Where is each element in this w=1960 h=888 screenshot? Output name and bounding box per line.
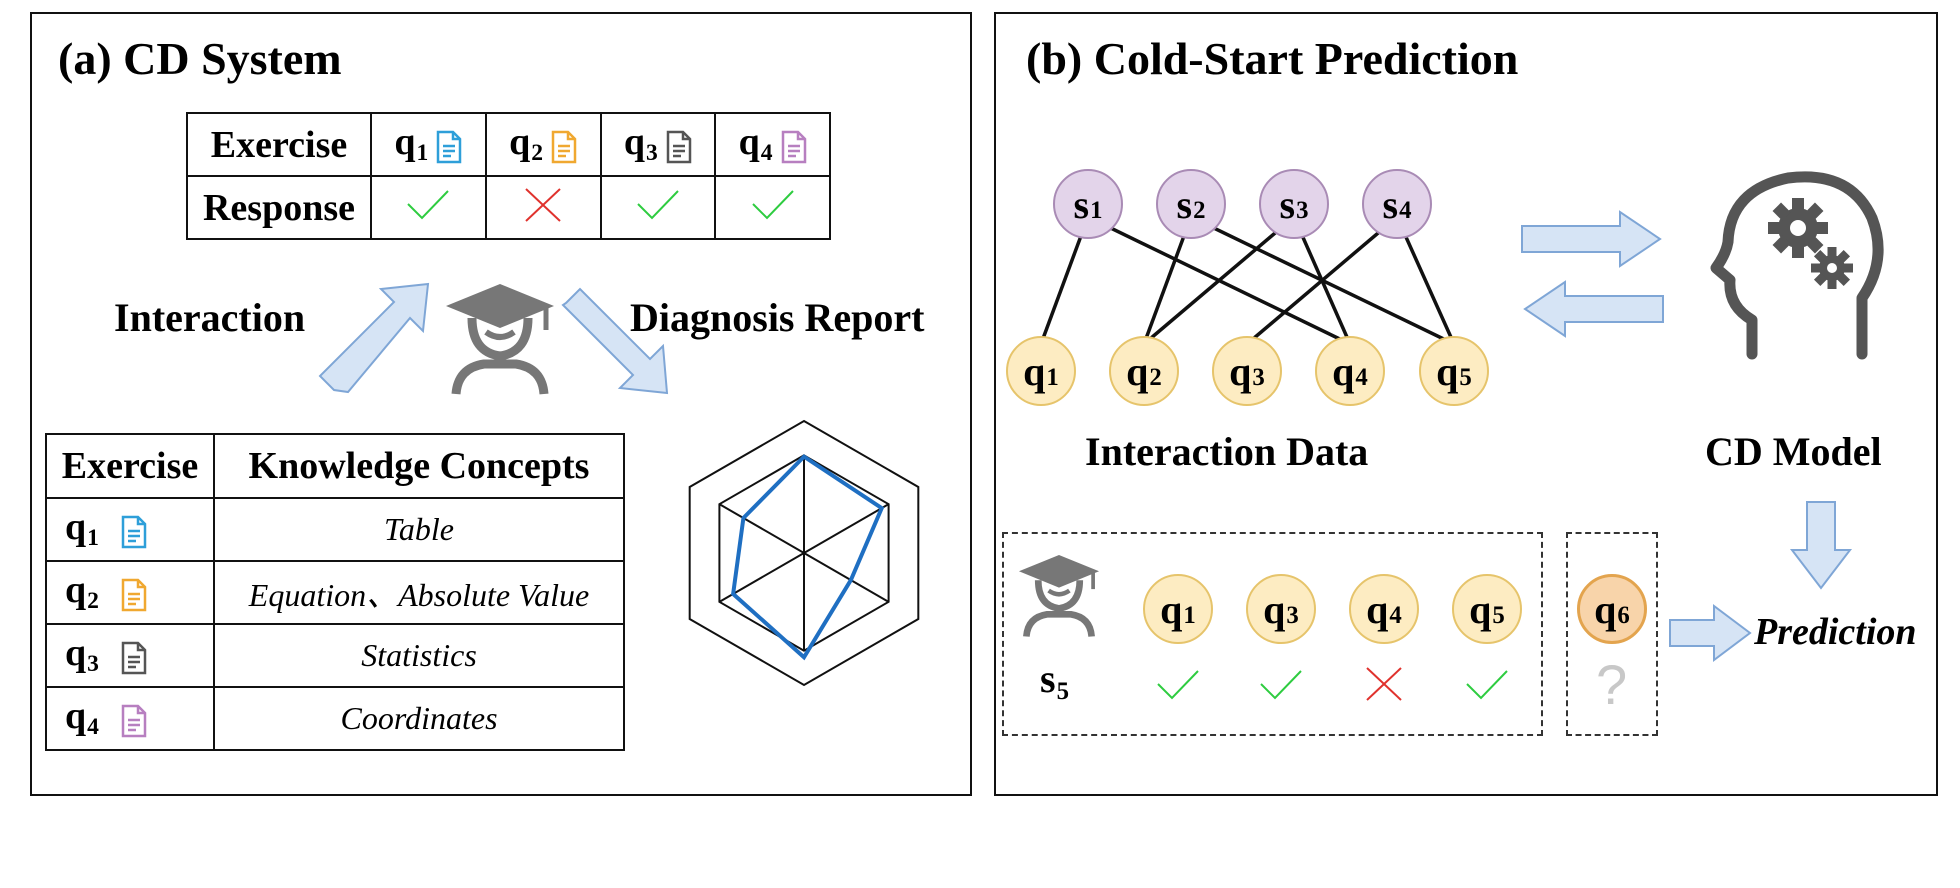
response-table-response-header: Response [186,175,372,240]
response-table-q1-cell: q1 [370,112,487,177]
student-icon [1018,555,1100,637]
to-prediction-arrow [1669,604,1752,662]
new-student-label: s5 [1040,656,1069,705]
concepts-row-q4-concepts: Coordinates [213,686,625,751]
response-table-q2-cell: q2 [484,112,602,177]
response-table: Exercise q1 q2 q3 q4 Response [186,112,831,240]
check-icon [1260,670,1302,700]
concepts-row-q3-concepts: Statistics [213,623,625,688]
interaction-edge [1245,215,1399,346]
radar-axis [803,552,890,603]
document-icon [436,130,462,169]
concepts-row-q1-concepts: Table [213,497,625,562]
interaction-arrow [318,282,430,394]
concepts-row-q4-exercise: q4 [45,686,215,751]
document-icon [121,704,147,743]
interaction-edge [1395,216,1456,345]
document-icon [121,578,147,617]
document-icon [666,130,692,169]
new-student-responses-box [1002,532,1543,736]
target-question-box [1566,532,1658,736]
diagnosis-report-label: Diagnosis Report [630,295,925,340]
panel-b-title: (b) Cold-Start Prediction [1026,33,1519,84]
panel-a-title: (a) CD System [58,33,342,84]
knowledge-concepts-table: Exercise Knowledge Concepts q1 Table q2 … [45,433,625,751]
concepts-row-q2-exercise: q2 [45,560,215,625]
radar-outer-hexagon [688,419,920,687]
radar-chart [688,419,920,687]
document-icon [781,130,807,169]
document-icon [121,641,147,680]
diagnosis-arrow [561,287,669,395]
check-icon [1157,670,1199,700]
check-icon [370,175,487,240]
interaction-label: Interaction [114,295,306,340]
check-icon [1466,670,1508,700]
interaction-data-label: Interaction Data [1085,429,1369,474]
concepts-table-exercise-header: Exercise [45,433,215,499]
concepts-table-concepts-header: Knowledge Concepts [213,433,625,499]
response-table-q3-cell: q3 [599,112,717,177]
cross-icon [1366,667,1402,701]
response-table-q4-cell: q4 [714,112,831,177]
radar-axis [718,503,805,554]
check-icon [599,175,717,240]
document-icon [121,515,147,554]
prediction-label: Prediction [1754,611,1917,653]
check-icon [714,175,831,240]
concepts-row-q1-exercise: q1 [45,497,215,562]
data-to-model-arrow [1521,210,1662,268]
student-icon [446,284,554,395]
response-table-exercise-header: Exercise [186,112,372,177]
brain-gears-icon [1710,171,1884,360]
radar-ability-polygon [730,454,885,661]
interaction-edge [1142,215,1296,346]
cd-model-label: CD Model [1705,429,1882,474]
concepts-row-q2-concepts: Equation、Absolute Value [213,560,625,625]
radar-axis [803,503,890,554]
unknown-response-mark: ? [1596,653,1628,716]
model-to-data-arrow [1523,280,1664,338]
document-icon [551,130,577,169]
concepts-row-q3-exercise: q3 [45,623,215,688]
model-to-prediction-arrow [1789,501,1853,590]
cross-icon [484,175,602,240]
